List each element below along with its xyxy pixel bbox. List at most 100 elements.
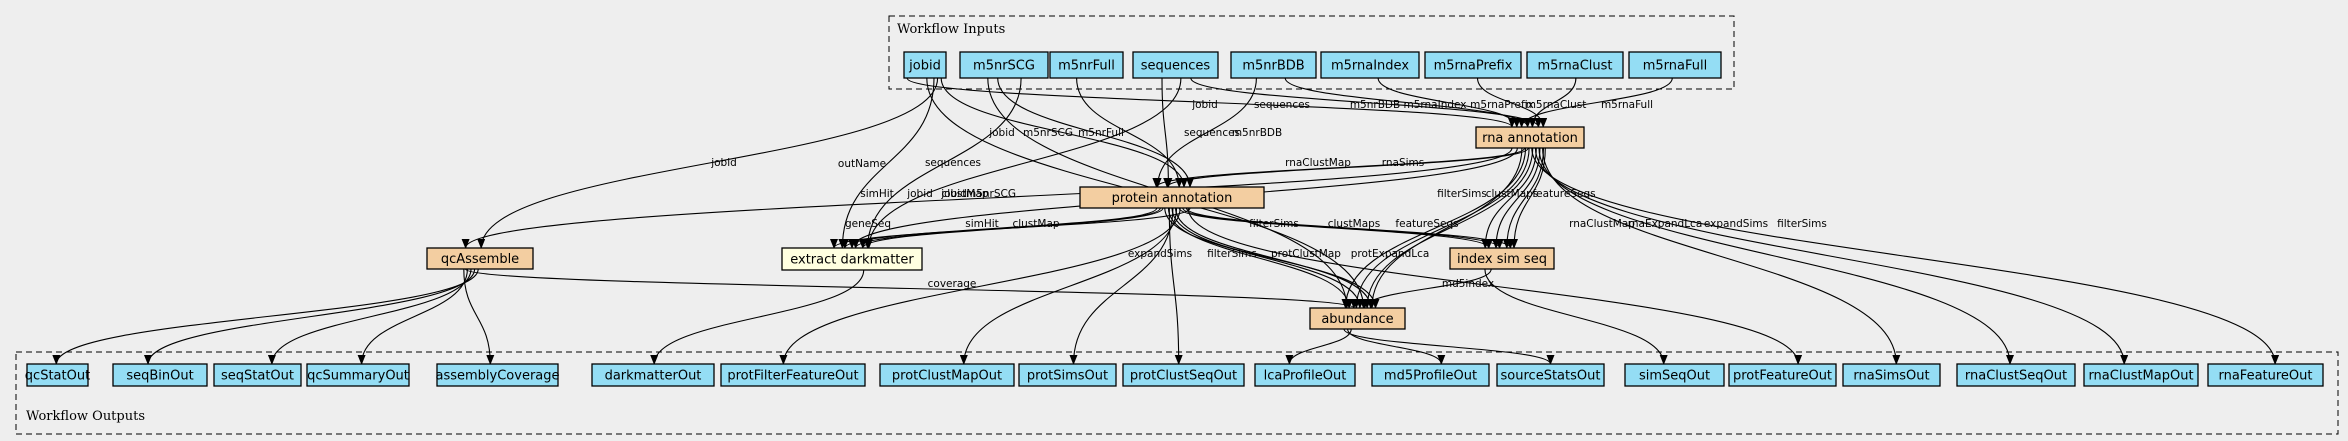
edge-label-sequences: sequences bbox=[1184, 127, 1240, 139]
input-m5rnaindex-box bbox=[1320, 51, 1420, 79]
output-rnafeatureout-node: rnaFeatureOut bbox=[2207, 363, 2324, 387]
edge-label-featureseqs: featureSeqs bbox=[1532, 188, 1595, 200]
edge-3 bbox=[1377, 77, 1521, 128]
input-m5nrfull-box bbox=[1049, 51, 1124, 79]
step-rna-annotation-node: rna annotation bbox=[1475, 126, 1585, 149]
edge-35 bbox=[1175, 207, 1375, 309]
edge-label-jobid: jobid bbox=[710, 157, 737, 169]
edge-6 bbox=[1517, 77, 1673, 128]
edge-44 bbox=[779, 207, 1181, 365]
output-rnasimsout-box bbox=[1842, 363, 1941, 387]
output-rnafeatureout-box bbox=[2207, 363, 2324, 387]
edge-36 bbox=[1171, 207, 1364, 309]
edge-label-rnaclustmap: rnaClustMap bbox=[1569, 218, 1635, 230]
output-seqbinout-node: seqBinOut bbox=[112, 363, 208, 387]
output-protsimsout-node: protSimsOut bbox=[1018, 363, 1117, 387]
edge-label-rnaexpandlca: rnaExpandLca bbox=[1628, 218, 1703, 230]
edge-label-rnaclustmap: rnaClustMap bbox=[1285, 157, 1351, 169]
input-m5nrbdb-box bbox=[1230, 51, 1317, 79]
edge-42 bbox=[1510, 147, 1546, 249]
output-protclustseqout-box bbox=[1122, 363, 1245, 387]
step-abundance-label: abundance bbox=[1321, 312, 1393, 327]
output-rnasimsout-node: rnaSimsOut bbox=[1842, 363, 1941, 387]
edge-label-m5nrscg: m5nrSCG bbox=[966, 188, 1016, 200]
step-qcassemble-label: qcAssemble bbox=[441, 252, 519, 267]
edge-label-simhit: simHit bbox=[860, 188, 894, 200]
output-seqstatout-node: seqStatOut bbox=[213, 363, 302, 387]
edge-label-jobid: jobid bbox=[1191, 99, 1218, 111]
edge-43 bbox=[650, 269, 865, 365]
edge-label-featureseqs: featureSeqs bbox=[1395, 218, 1458, 230]
input-m5nrscg-label: m5nrSCG bbox=[973, 59, 1035, 74]
input-m5rnafull-node: m5rnaFull bbox=[1628, 51, 1722, 79]
edge-34 bbox=[1178, 207, 1493, 249]
inputs-cluster bbox=[888, 15, 1735, 90]
edge-label-protclustmap: protClustMap bbox=[1271, 248, 1341, 260]
edge-label-coverage: coverage bbox=[928, 278, 977, 290]
edge-17 bbox=[1152, 147, 1526, 188]
output-simseqout-box bbox=[1624, 363, 1725, 387]
output-seqstatout-box bbox=[213, 363, 302, 387]
edge-50 bbox=[1343, 328, 1555, 365]
edge-51 bbox=[1484, 268, 1668, 365]
output-protsimsout-box bbox=[1018, 363, 1117, 387]
output-qcstatout-label: qcStatOut bbox=[25, 369, 90, 384]
output-rnaclustmapout-label: rnaClustMapOut bbox=[2088, 369, 2193, 384]
step-protein-annotation-node: protein annotation bbox=[1079, 186, 1265, 209]
output-seqstatout-label: seqStatOut bbox=[221, 369, 294, 384]
edge-label-m5rnafull: m5rnaFull bbox=[1601, 99, 1653, 111]
output-lcaprofileout-label: lcaProfileOut bbox=[1264, 369, 1347, 384]
edge-label-jobid: jobid bbox=[906, 188, 933, 200]
edge-10 bbox=[1153, 77, 1257, 188]
output-protfeatureout-box bbox=[1728, 363, 1837, 387]
input-m5rnaprefix-node: m5rnaPrefix bbox=[1424, 51, 1522, 79]
edge-label-simhit: simHit bbox=[965, 218, 999, 230]
edge-49 bbox=[1347, 328, 1446, 365]
input-sequences-label: sequences bbox=[1141, 59, 1211, 74]
edge-45 bbox=[959, 207, 1178, 365]
outputs-cluster bbox=[15, 351, 2339, 435]
output-rnaclustseqout-node: rnaClustSeqOut bbox=[1956, 363, 2076, 387]
input-jobid-box bbox=[903, 51, 947, 79]
output-qcstatout-box bbox=[26, 363, 89, 387]
step-index-sim-seq-node: index sim seq bbox=[1449, 247, 1555, 270]
step-extract-darkmatter-label: extract darkmatter bbox=[790, 253, 914, 268]
step-protein-annotation-label: protein annotation bbox=[1112, 191, 1233, 206]
edge-label-m5rnaclust: m5rnaClust bbox=[1526, 99, 1587, 111]
edge-5 bbox=[1528, 77, 1577, 128]
edge-label-outname: outName bbox=[838, 158, 886, 170]
output-rnasimsout-label: rnaSimsOut bbox=[1853, 369, 1929, 384]
output-rnaclustseqout-box bbox=[1956, 363, 2076, 387]
output-rnafeatureout-label: rnaFeatureOut bbox=[2218, 369, 2312, 384]
edge-40 bbox=[465, 268, 1358, 309]
output-protsimsout-label: protSimsOut bbox=[1027, 369, 1108, 384]
edge-8 bbox=[1076, 77, 1184, 188]
edge-label-sequences: sequences bbox=[925, 157, 981, 169]
edge-27 bbox=[1341, 147, 1527, 309]
output-protfilterfeatureout-box bbox=[720, 363, 866, 387]
input-m5nrscg-box bbox=[959, 51, 1049, 79]
edge-13 bbox=[838, 77, 935, 249]
output-simseqout-label: simSeqOut bbox=[1639, 369, 1710, 384]
output-qcsummaryout-box bbox=[306, 363, 410, 387]
edge-61 bbox=[463, 268, 495, 365]
input-m5rnafull-box bbox=[1628, 51, 1722, 79]
edge-label-clustmap: clustMap bbox=[1012, 218, 1059, 230]
edge-label-m5rnaindex: m5rnaIndex bbox=[1403, 99, 1466, 111]
step-abundance-box bbox=[1309, 307, 1406, 330]
inputs-cluster-label: Workflow Inputs bbox=[897, 22, 1005, 37]
output-rnaclustmapout-box bbox=[2083, 363, 2199, 387]
edge-0 bbox=[906, 77, 1516, 128]
edge-56 bbox=[1531, 147, 2280, 365]
edge-label-expandsims: expandSims bbox=[1704, 218, 1768, 230]
output-darkmatterout-node: darkmatterOut bbox=[591, 363, 715, 387]
edge-label-clustmaps: clustMaps bbox=[1328, 218, 1381, 230]
output-qcstatout-node: qcStatOut bbox=[25, 363, 90, 387]
output-protfeatureout-node: protFeatureOut bbox=[1728, 363, 1837, 387]
output-darkmatterout-box bbox=[591, 363, 715, 387]
edge-label-jobid: jobid bbox=[988, 127, 1015, 139]
output-sourcestatsout-node: sourceStatsOut bbox=[1496, 363, 1605, 387]
edge-57 bbox=[52, 268, 479, 365]
